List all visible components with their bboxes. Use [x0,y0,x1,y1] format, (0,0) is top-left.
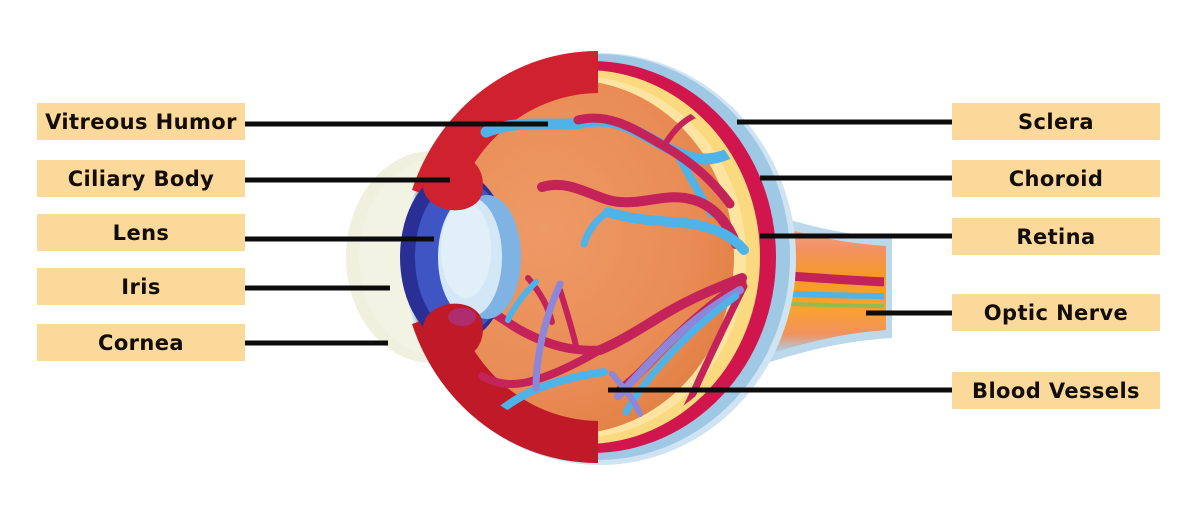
vitreous-humor-body [406,80,734,434]
label-retina[interactable]: Retina [952,218,1160,255]
vein-mid-main [603,207,749,255]
artery-lower-a [595,273,747,355]
label-sclera[interactable]: Sclera [952,103,1160,140]
label-blood-vessels[interactable]: Blood Vessels [952,372,1160,409]
vein-lower-violet [614,286,744,400]
label-optic-nerve[interactable]: Optic Nerve [952,294,1160,331]
vein-lower-a [622,292,740,416]
artery-lower-e [478,346,604,388]
label-ciliary-body[interactable]: Ciliary Body [37,160,245,197]
anterior-segment [400,154,521,360]
vein-mid-branch [580,208,612,248]
label-iris[interactable]: Iris [37,268,245,305]
vein-lower-c [532,280,564,392]
label-lens[interactable]: Lens [37,214,245,251]
lens-highlight [441,202,491,298]
vein-lower-d [505,279,539,323]
label-cornea[interactable]: Cornea [37,324,245,361]
label-choroid[interactable]: Choroid [952,160,1160,197]
ciliary-accent [448,308,476,326]
leader-lines-group [245,119,952,393]
artery-lower-f [557,287,579,349]
vein-lower-e [609,371,643,417]
label-vitreous-humor[interactable]: Vitreous Humor [37,103,245,140]
artery-mid-main [537,179,741,249]
ciliary-body-upper [422,154,484,211]
